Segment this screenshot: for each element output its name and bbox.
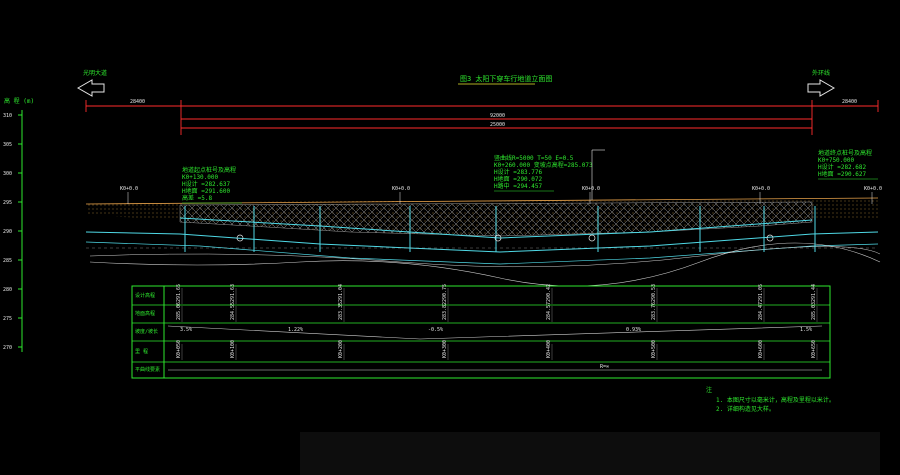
curve-text: R=∞ <box>600 364 609 370</box>
mileage-value: K0+100 <box>230 340 236 358</box>
station-marker-label: K0+0.0 <box>120 186 138 192</box>
design-elevation-value: 291.65 <box>176 284 182 302</box>
elevation-tick-label: 285 <box>3 258 12 264</box>
callout-line: 地道起点桩号及高程 <box>182 166 236 174</box>
mileage-value: K0+050 <box>176 340 182 358</box>
table-row-label: 坡度/坡长 <box>135 328 158 335</box>
table-values: 291.65 291.63 291.04 290.75 290.42 290.53 291.… <box>176 284 818 360</box>
design-elevation-value: 290.53 <box>651 284 657 302</box>
ground-elevation-value: 283.35 <box>338 302 344 320</box>
design-elevation-value: 291.04 <box>338 284 344 302</box>
dim-left: 28400 <box>130 99 145 105</box>
ground-elevation-value: 284.47 <box>758 302 764 320</box>
ground-elevation-value: 283.82 <box>442 302 448 320</box>
table-row-label: 设计高程 <box>135 292 155 299</box>
elevation-scale: 高 程 (m) 310 305 300 295 290 285 280 275 270 <box>3 97 34 352</box>
design-elevation-value: 291.05 <box>758 284 764 302</box>
callout-line: H设计 =282.637 <box>182 180 231 188</box>
elevation-tick-label: 300 <box>3 171 12 177</box>
pile-marker <box>588 234 596 242</box>
elevation-label: 高 程 (m) <box>4 97 34 105</box>
design-elevation-value: 291.63 <box>230 284 236 302</box>
dim-middle-2: 25000 <box>490 122 505 128</box>
ground-elevation-value: 284.55 <box>230 302 236 320</box>
table-row-label: 平曲线要素 <box>135 366 160 373</box>
dimension-lines <box>85 100 879 135</box>
tunnel-piles <box>184 206 816 252</box>
ground-elevation-value: 285.03 <box>811 302 817 320</box>
table-row-label: 里 程 <box>135 348 148 355</box>
callout-line: H地面 =290.072 <box>494 175 543 183</box>
callout-line: H地面 =291.600 <box>182 187 231 195</box>
station-marker-label: K0+0.0 <box>864 186 882 192</box>
callout-line: K0+750.000 <box>818 157 855 164</box>
callout-line: 地道终点桩号及高程 <box>818 149 872 157</box>
slope-value: -0.5% <box>428 327 443 333</box>
mileage-value: K0+650 <box>811 340 817 358</box>
ground-elevation-value: 283.76 <box>651 302 657 320</box>
slope-value: 3.5% <box>180 327 192 333</box>
callout-line: H路中 =294.457 <box>494 182 543 190</box>
elevation-tick-label: 290 <box>3 229 12 235</box>
station-marker-label: K0+0.0 <box>752 186 770 192</box>
slope-value: 0.93% <box>626 327 641 333</box>
callout-line: 高差 =5.8 <box>182 194 212 202</box>
station-marker-label: K0+0.0 <box>582 186 600 192</box>
elevation-tick-label: 280 <box>3 287 12 293</box>
left-direction-label: 光明大道 <box>83 69 107 77</box>
drawing-title: 图3 太阳下穿车行地道立面图 <box>460 74 552 83</box>
table-row-label: 地面高程 <box>135 310 155 317</box>
pile-marker <box>236 234 244 242</box>
mileage-value: K0+400 <box>546 340 552 358</box>
right-direction-label: 外环线 <box>812 69 830 77</box>
note-1: 1. 本图尺寸以毫米计，高程及里程以米计。 <box>716 396 835 404</box>
dim-right: 28400 <box>842 99 857 105</box>
right-direction-arrow: 外环线 <box>807 69 836 97</box>
elevation-tick-label: 270 <box>3 345 12 351</box>
callout-line: H设计 =282.682 <box>818 163 867 171</box>
callout-line: K0+130.000 <box>182 174 219 181</box>
pile-marker <box>494 234 502 242</box>
mileage-value: K0+500 <box>651 340 657 358</box>
station-marker-label: K0+0.0 <box>392 186 410 192</box>
notes-title: 注 <box>706 386 712 394</box>
ground-elevation-value: 284.57 <box>546 302 552 320</box>
elevation-ticks: 310 305 300 295 290 285 280 275 270 <box>3 113 22 351</box>
slope-value: 1.5% <box>800 327 812 333</box>
ground-profile <box>85 197 881 287</box>
footer-strip <box>300 432 880 475</box>
design-elevation-value: 291.44 <box>811 284 817 302</box>
design-elevation-value: 290.75 <box>442 284 448 302</box>
design-elevation-value: 290.42 <box>546 284 552 302</box>
pile-marker <box>766 234 774 242</box>
left-direction-arrow: 光明大道 <box>76 69 107 97</box>
callout-line: K0+260.000 变坡点高程=285.073 <box>494 161 593 169</box>
mileage-value: K0+200 <box>338 340 344 358</box>
callout: 竖曲线R=5000 T=50 E=0.5K0+260.000 变坡点高程=285… <box>494 154 593 192</box>
ground-elevation-value: 285.06 <box>176 302 182 320</box>
slope-value: 1.22% <box>288 327 303 333</box>
notes: 注 1. 本图尺寸以毫米计，高程及里程以米计。 2. 详细构造见大样。 <box>706 386 835 413</box>
callout-line: 竖曲线R=5000 T=50 E=0.5 <box>494 154 574 162</box>
callout-line: H地面 =290.627 <box>818 170 867 178</box>
callout-line: H设计 =283.776 <box>494 168 543 176</box>
mileage-value: K0+600 <box>758 340 764 358</box>
elevation-tick-label: 305 <box>3 142 12 148</box>
mileage-value: K0+300 <box>442 340 448 358</box>
elevation-tick-label: 310 <box>3 113 12 119</box>
elevation-tick-label: 295 <box>3 200 12 206</box>
note-2: 2. 详细构造见大样。 <box>716 405 775 413</box>
dim-middle: 92000 <box>490 113 505 119</box>
elevation-tick-label: 275 <box>3 316 12 322</box>
station-markers: K0+0.0 K0+0.0 K0+0.0 K0+0.0 K0+0.0 <box>120 186 882 204</box>
